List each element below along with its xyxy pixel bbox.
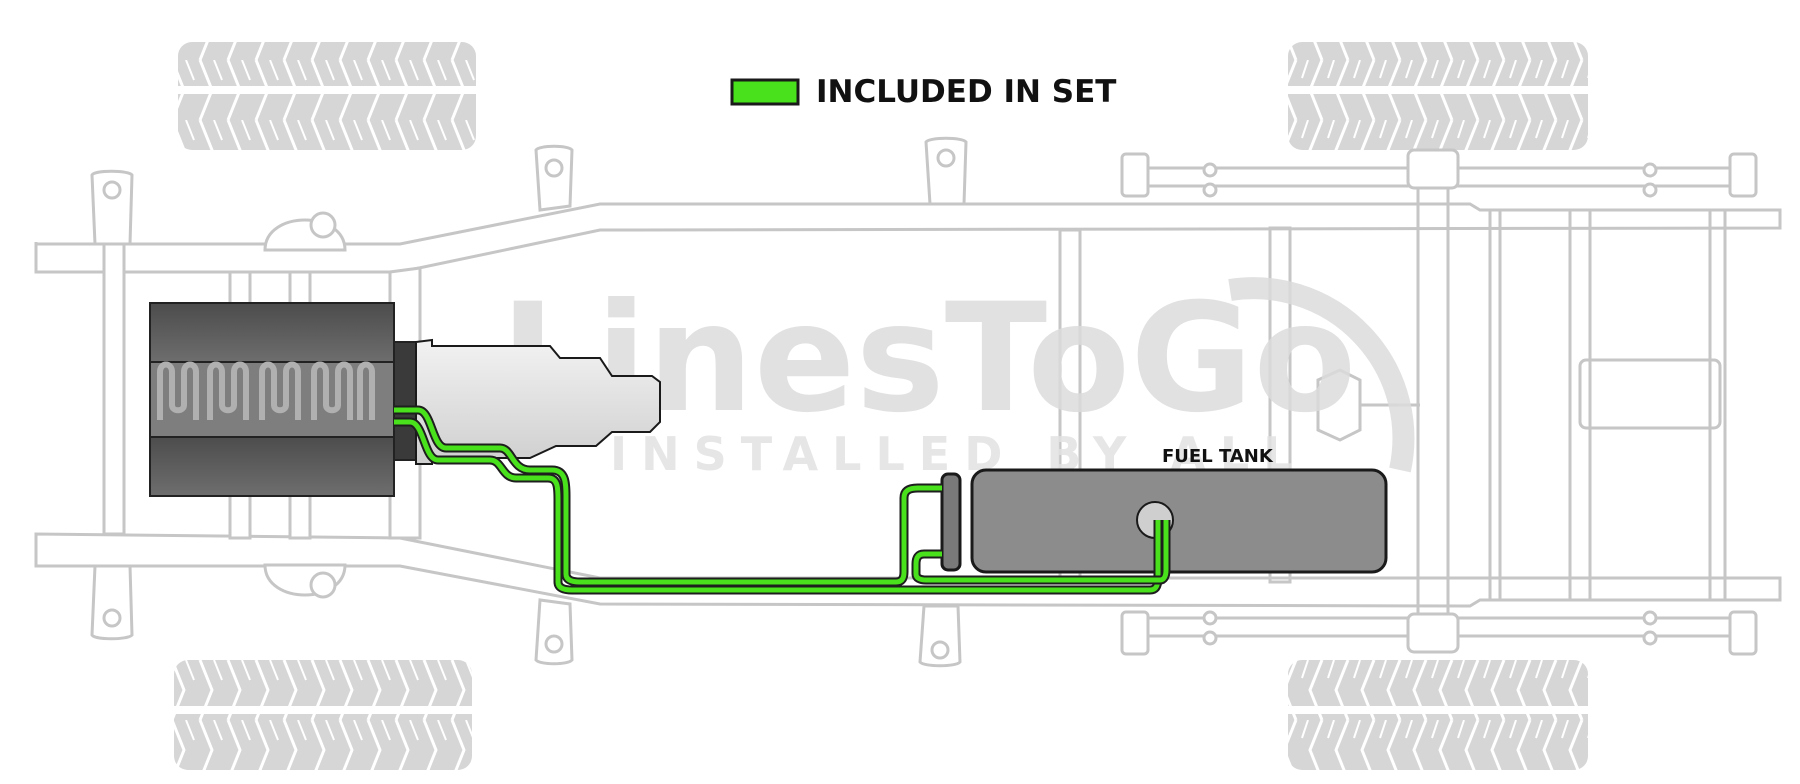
tire-front-left [178, 42, 476, 150]
engine [149, 302, 417, 497]
tire-rear-right [1288, 660, 1588, 770]
tire-rear-left [1288, 42, 1588, 150]
fuel-tank: FUEL TANK [940, 446, 1388, 574]
fuel-lines [394, 405, 1171, 595]
frame-bolt-holes [102, 148, 1658, 660]
fuel-filter [940, 472, 962, 572]
watermark-logo: LinesToGo INSTALLED BY ALL [500, 272, 1415, 481]
legend-swatch [730, 78, 800, 106]
tire-front-right [174, 660, 472, 770]
fuel-tank-label: FUEL TANK [1162, 446, 1274, 467]
legend: INCLUDED IN SET [730, 74, 1116, 110]
legend-label: INCLUDED IN SET [816, 74, 1116, 110]
